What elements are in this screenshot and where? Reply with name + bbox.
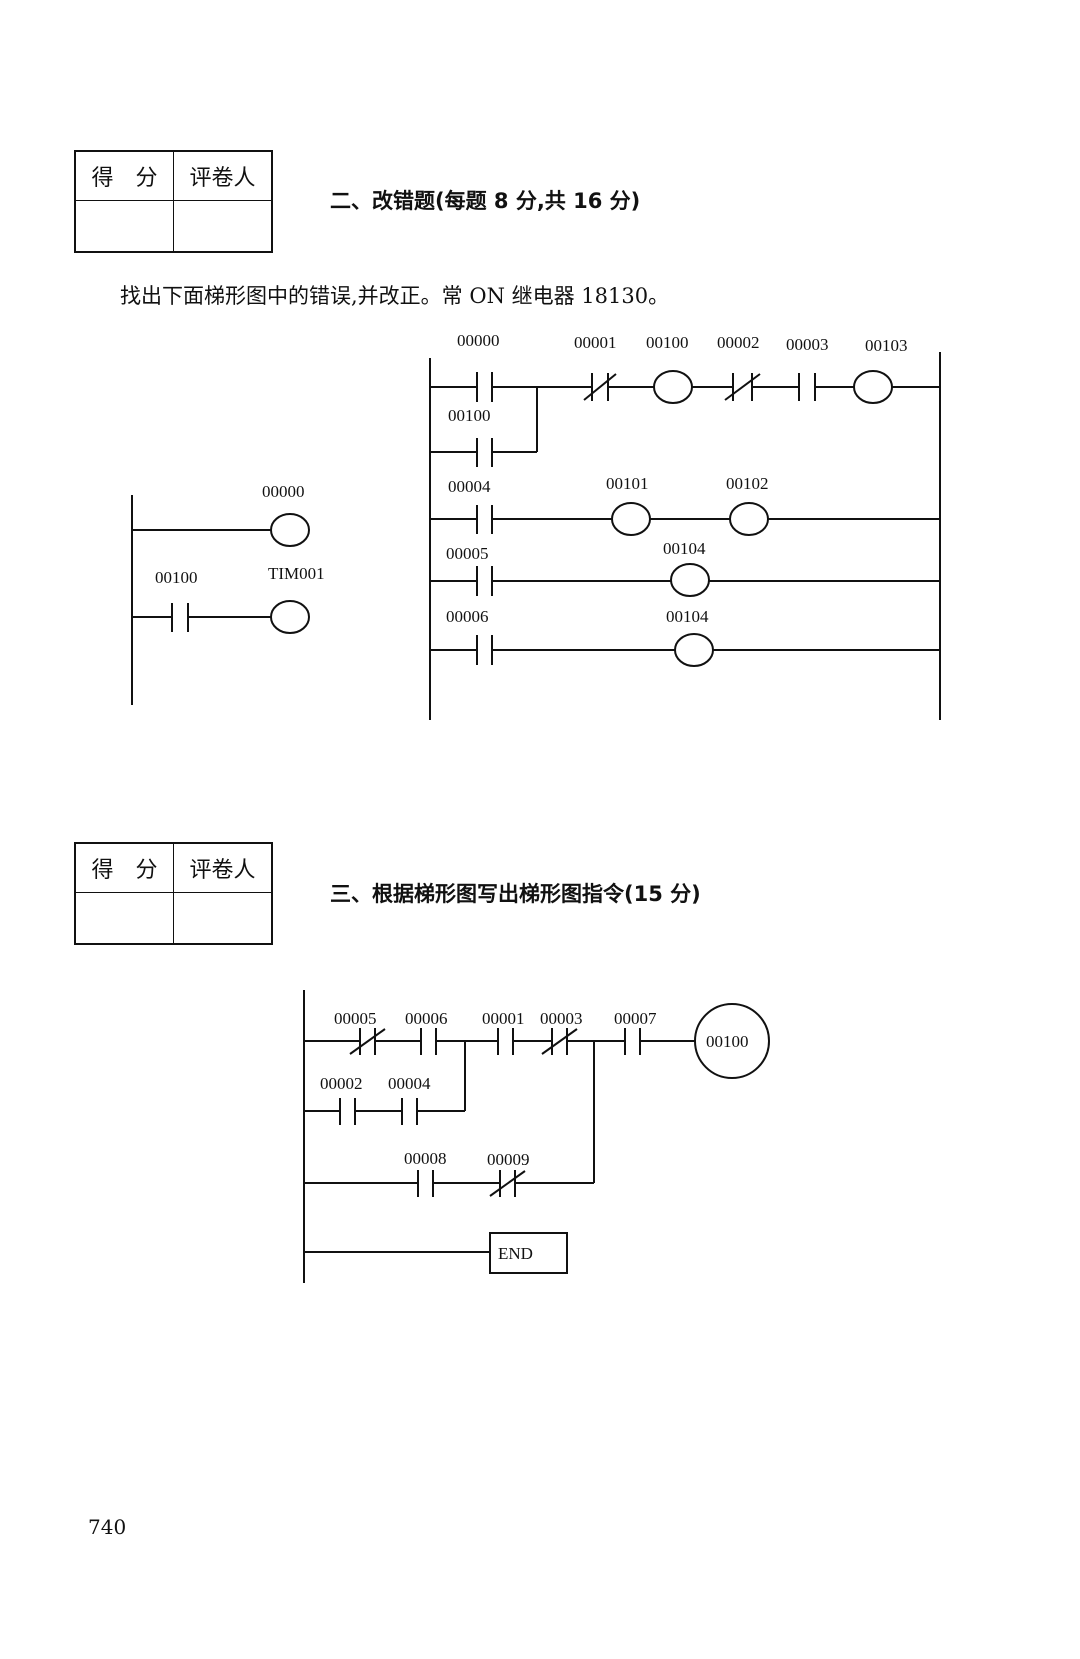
label-r2-0: 00004 <box>448 477 491 496</box>
label-s3-coil: 00100 <box>706 1032 749 1051</box>
label-s3-r3-1: 00009 <box>487 1150 530 1169</box>
label-end: END <box>498 1244 533 1263</box>
label-r2-1: 00101 <box>606 474 649 493</box>
label-r1-4: 00003 <box>786 335 829 354</box>
coil-00103 <box>853 370 893 404</box>
label-r4-1: 00104 <box>666 607 709 626</box>
label-r4-0: 00006 <box>446 607 489 626</box>
coil-00100 <box>653 370 693 404</box>
score-label: 得 分 <box>74 842 174 893</box>
coil-00104-b <box>674 633 714 667</box>
label-r1-5: 00103 <box>865 336 908 355</box>
label-left-coil2: TIM001 <box>268 564 325 583</box>
label-s3-r1-4: 00007 <box>614 1009 657 1028</box>
label-r1-0: 00000 <box>457 331 500 350</box>
label-left-coil1: 00000 <box>262 482 305 501</box>
grader-cell <box>173 892 273 945</box>
label-s3-r1-0: 00005 <box>334 1009 377 1028</box>
label-r1-1: 00001 <box>574 333 617 352</box>
section2-title: 二、改错题(每题 8 分,共 16 分) <box>330 189 641 213</box>
score-cell <box>74 200 174 253</box>
coil-00000 <box>270 513 310 547</box>
label-s3-r1-3: 00003 <box>540 1009 583 1028</box>
ladder-left-small: 00000 00100 TIM001 <box>131 482 325 705</box>
label-s3-r3-0: 00008 <box>404 1149 447 1168</box>
label-r1-3: 00002 <box>717 333 760 352</box>
label-r2-2: 00102 <box>726 474 769 493</box>
label-branch1: 00100 <box>448 406 491 425</box>
label-s3-r2-1: 00004 <box>388 1074 431 1093</box>
grader-cell <box>173 200 273 253</box>
ladder-section3: 00005 00006 00001 00003 00007 00100 0000… <box>303 990 770 1283</box>
coil-00101 <box>611 502 651 536</box>
label-s3-r2-0: 00002 <box>320 1074 363 1093</box>
coil-00104-a <box>670 563 710 597</box>
end-box <box>489 1232 568 1274</box>
coil-00100-s3 <box>694 1003 770 1079</box>
score-label: 得 分 <box>74 150 174 201</box>
label-r3-0: 00005 <box>446 544 489 563</box>
label-r3-1: 00104 <box>663 539 706 558</box>
score-table-section2: 得 分 评卷人 <box>74 150 273 253</box>
label-s3-r1-1: 00006 <box>405 1009 448 1028</box>
label-s3-r1-2: 00001 <box>482 1009 525 1028</box>
ladder-right: 00000 00001 00100 00002 00003 00103 0010… <box>429 331 941 720</box>
label-left-contact1: 00100 <box>155 568 198 587</box>
page-number: 740 <box>88 1515 127 1539</box>
coil-tim001 <box>270 600 310 634</box>
score-table-section3: 得 分 评卷人 <box>74 842 273 945</box>
grader-label: 评卷人 <box>173 842 273 893</box>
coil-00102 <box>729 502 769 536</box>
section3-title: 三、根据梯形图写出梯形图指令(15 分) <box>330 882 701 906</box>
grader-label: 评卷人 <box>173 150 273 201</box>
section2-instruction: 找出下面梯形图中的错误,并改正。常 ON 继电器 18130。 <box>120 284 670 308</box>
label-r1-2: 00100 <box>646 333 689 352</box>
score-cell <box>74 892 174 945</box>
